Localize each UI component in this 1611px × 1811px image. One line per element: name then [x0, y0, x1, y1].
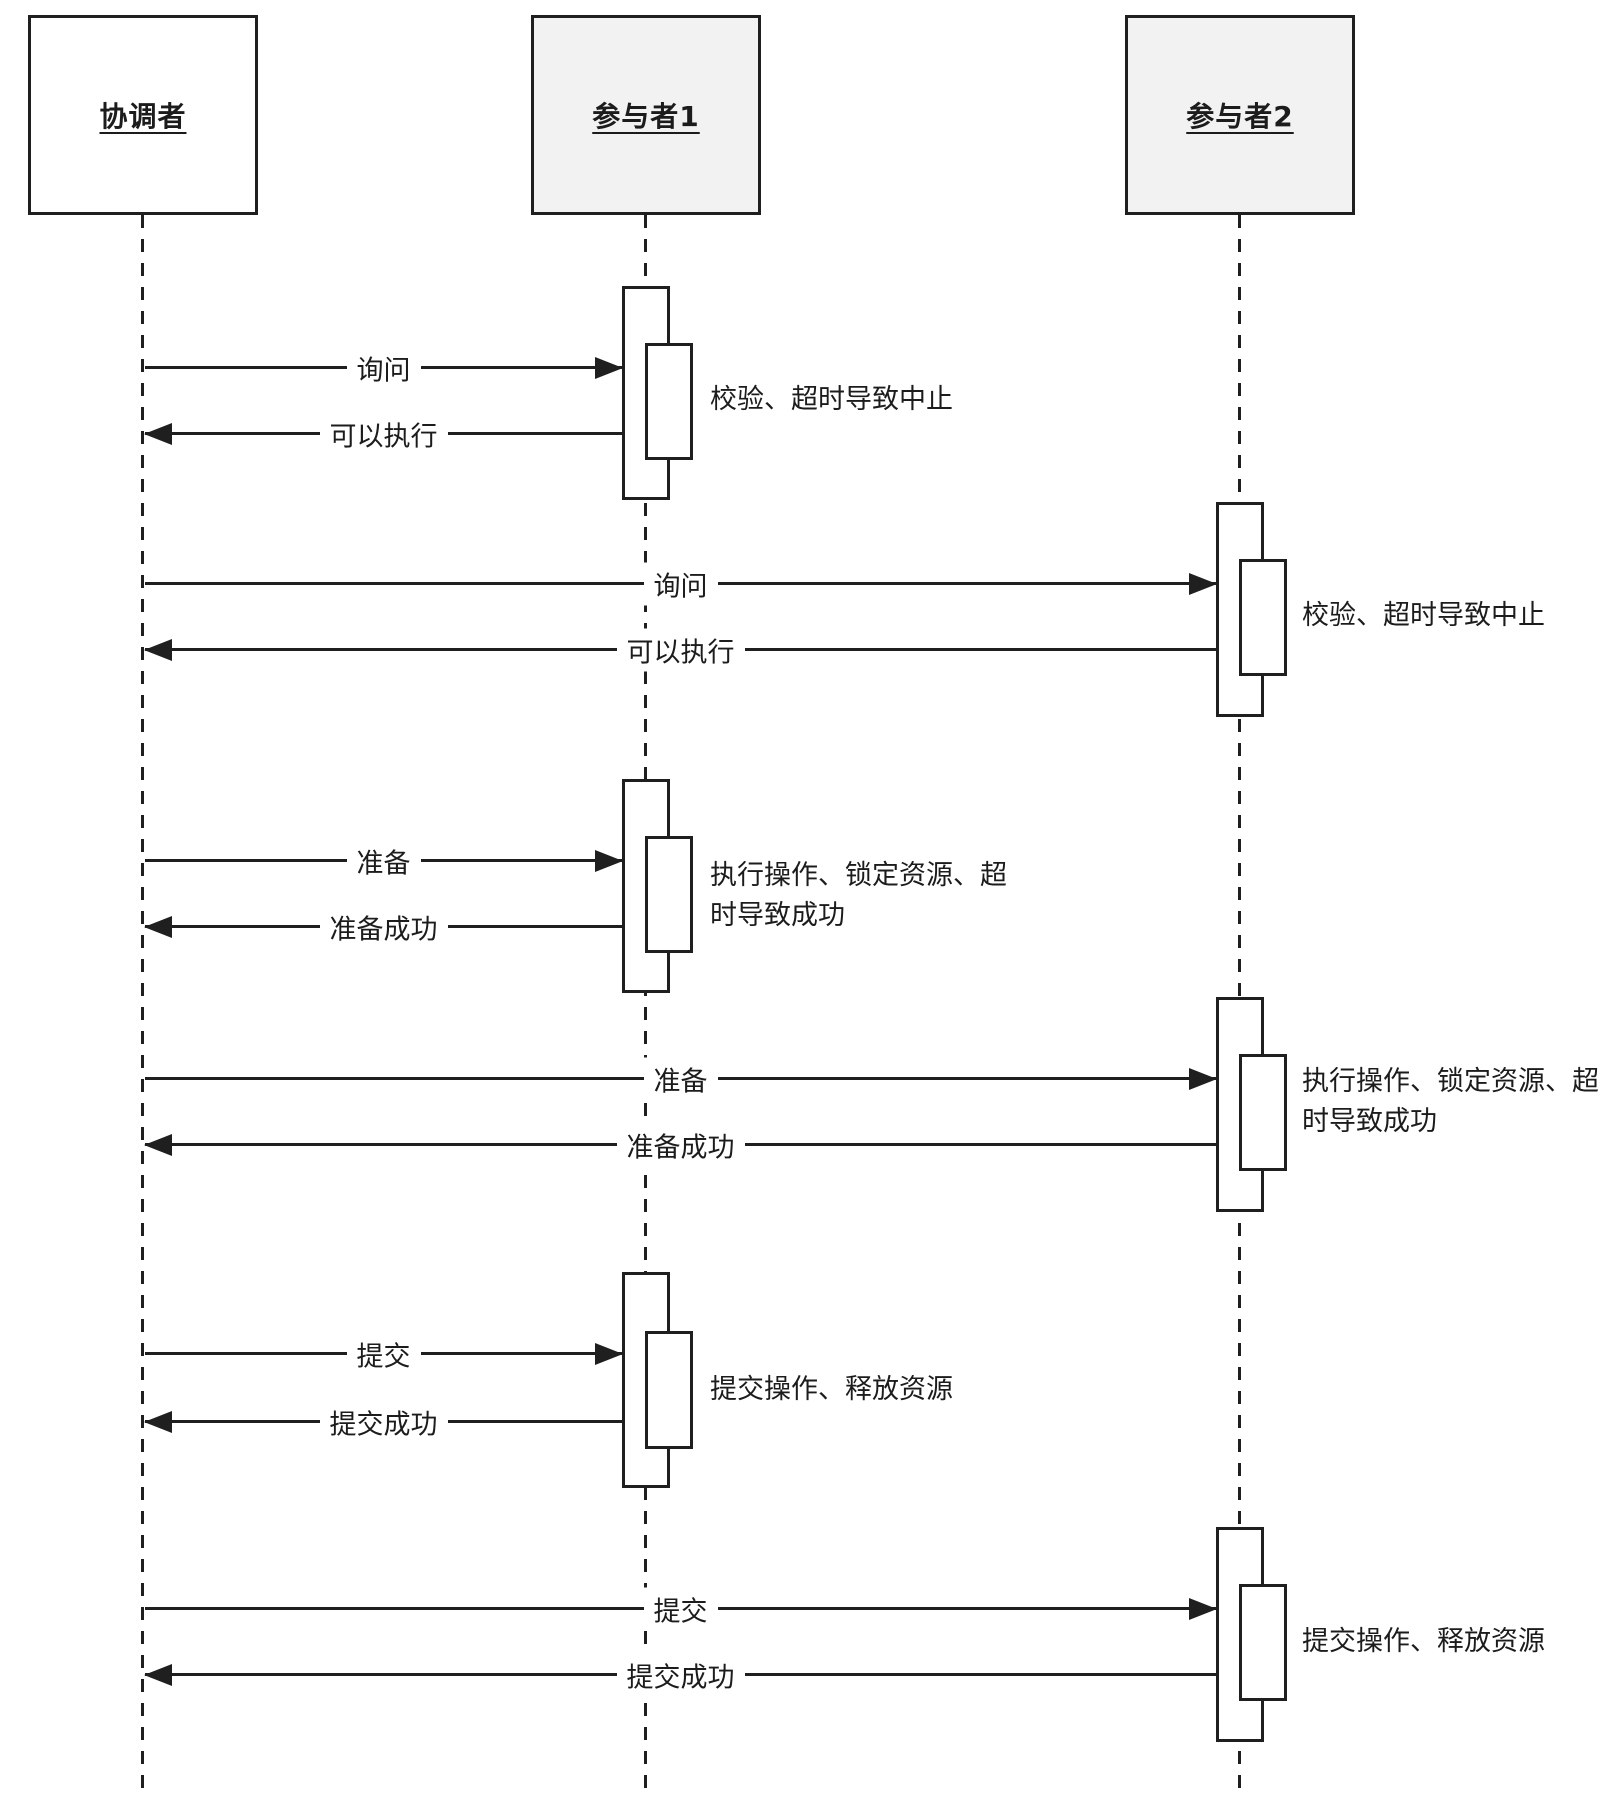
activation-bar-inner [1239, 559, 1287, 676]
request-arrow: 询问 [145, 562, 1217, 606]
arrowhead-right-icon [1189, 1598, 1217, 1620]
activation-note: 提交操作、释放资源 [710, 1374, 953, 1405]
message-label-reply: 准备成功 [616, 1123, 745, 1167]
lifeline-participant1 [644, 215, 647, 1792]
arrowhead-right-icon [595, 357, 623, 379]
arrowhead-right-icon [1189, 573, 1217, 595]
arrowhead-left-icon [144, 1134, 172, 1156]
activation-bar-inner [1239, 1054, 1287, 1171]
message-label-reply: 提交成功 [616, 1653, 745, 1697]
message-label-request: 准备 [346, 839, 421, 883]
reply-arrow: 提交成功 [144, 1400, 622, 1444]
message-label-request: 询问 [346, 346, 421, 390]
arrowhead-right-icon [595, 850, 623, 872]
message-label-reply: 可以执行 [616, 628, 745, 672]
activation-note: 提交操作、释放资源 [1302, 1626, 1545, 1657]
message-label-reply: 提交成功 [319, 1400, 448, 1444]
arrowhead-left-icon [144, 1664, 172, 1686]
arrowhead-left-icon [144, 639, 172, 661]
activation-note: 执行操作、锁定资源、超 时导致成功 [1302, 1066, 1599, 1137]
message-label-request: 询问 [643, 562, 718, 606]
message-label-reply: 可以执行 [319, 412, 448, 456]
message-label-reply: 准备成功 [319, 905, 448, 949]
actor-box-participant2: 参与者2 [1125, 15, 1355, 215]
activation-bar-inner [1239, 1584, 1287, 1701]
arrowhead-left-icon [144, 1411, 172, 1433]
arrowhead-right-icon [1189, 1068, 1217, 1090]
request-arrow: 准备 [145, 839, 623, 883]
message-label-request: 准备 [643, 1057, 718, 1101]
activation-bar-inner [645, 1331, 693, 1449]
arrowhead-left-icon [144, 916, 172, 938]
request-arrow: 询问 [145, 346, 623, 390]
arrowhead-right-icon [595, 1343, 623, 1365]
activation-bar-inner [645, 343, 693, 460]
request-arrow: 准备 [145, 1057, 1217, 1101]
actor-label-coordinator: 协调者 [99, 100, 187, 133]
actor-box-coordinator: 协调者 [28, 15, 258, 215]
lifeline-coordinator [141, 215, 144, 1792]
activation-bar-inner [645, 836, 693, 953]
message-label-request: 提交 [643, 1587, 718, 1631]
message-label-request: 提交 [346, 1332, 421, 1376]
reply-arrow: 准备成功 [144, 1123, 1216, 1167]
activation-note: 校验、超时导致中止 [1302, 600, 1545, 631]
reply-arrow: 可以执行 [144, 628, 1216, 672]
reply-arrow: 准备成功 [144, 905, 622, 949]
activation-note: 执行操作、锁定资源、超 时导致成功 [710, 860, 1007, 931]
request-arrow: 提交 [145, 1587, 1217, 1631]
actor-label-participant1: 参与者1 [592, 100, 700, 133]
actor-box-participant1: 参与者1 [531, 15, 761, 215]
request-arrow: 提交 [145, 1332, 623, 1376]
activation-note: 校验、超时导致中止 [710, 384, 953, 415]
actor-label-participant2: 参与者2 [1186, 100, 1294, 133]
reply-arrow: 可以执行 [144, 412, 622, 456]
reply-arrow: 提交成功 [144, 1653, 1216, 1697]
arrowhead-left-icon [144, 423, 172, 445]
